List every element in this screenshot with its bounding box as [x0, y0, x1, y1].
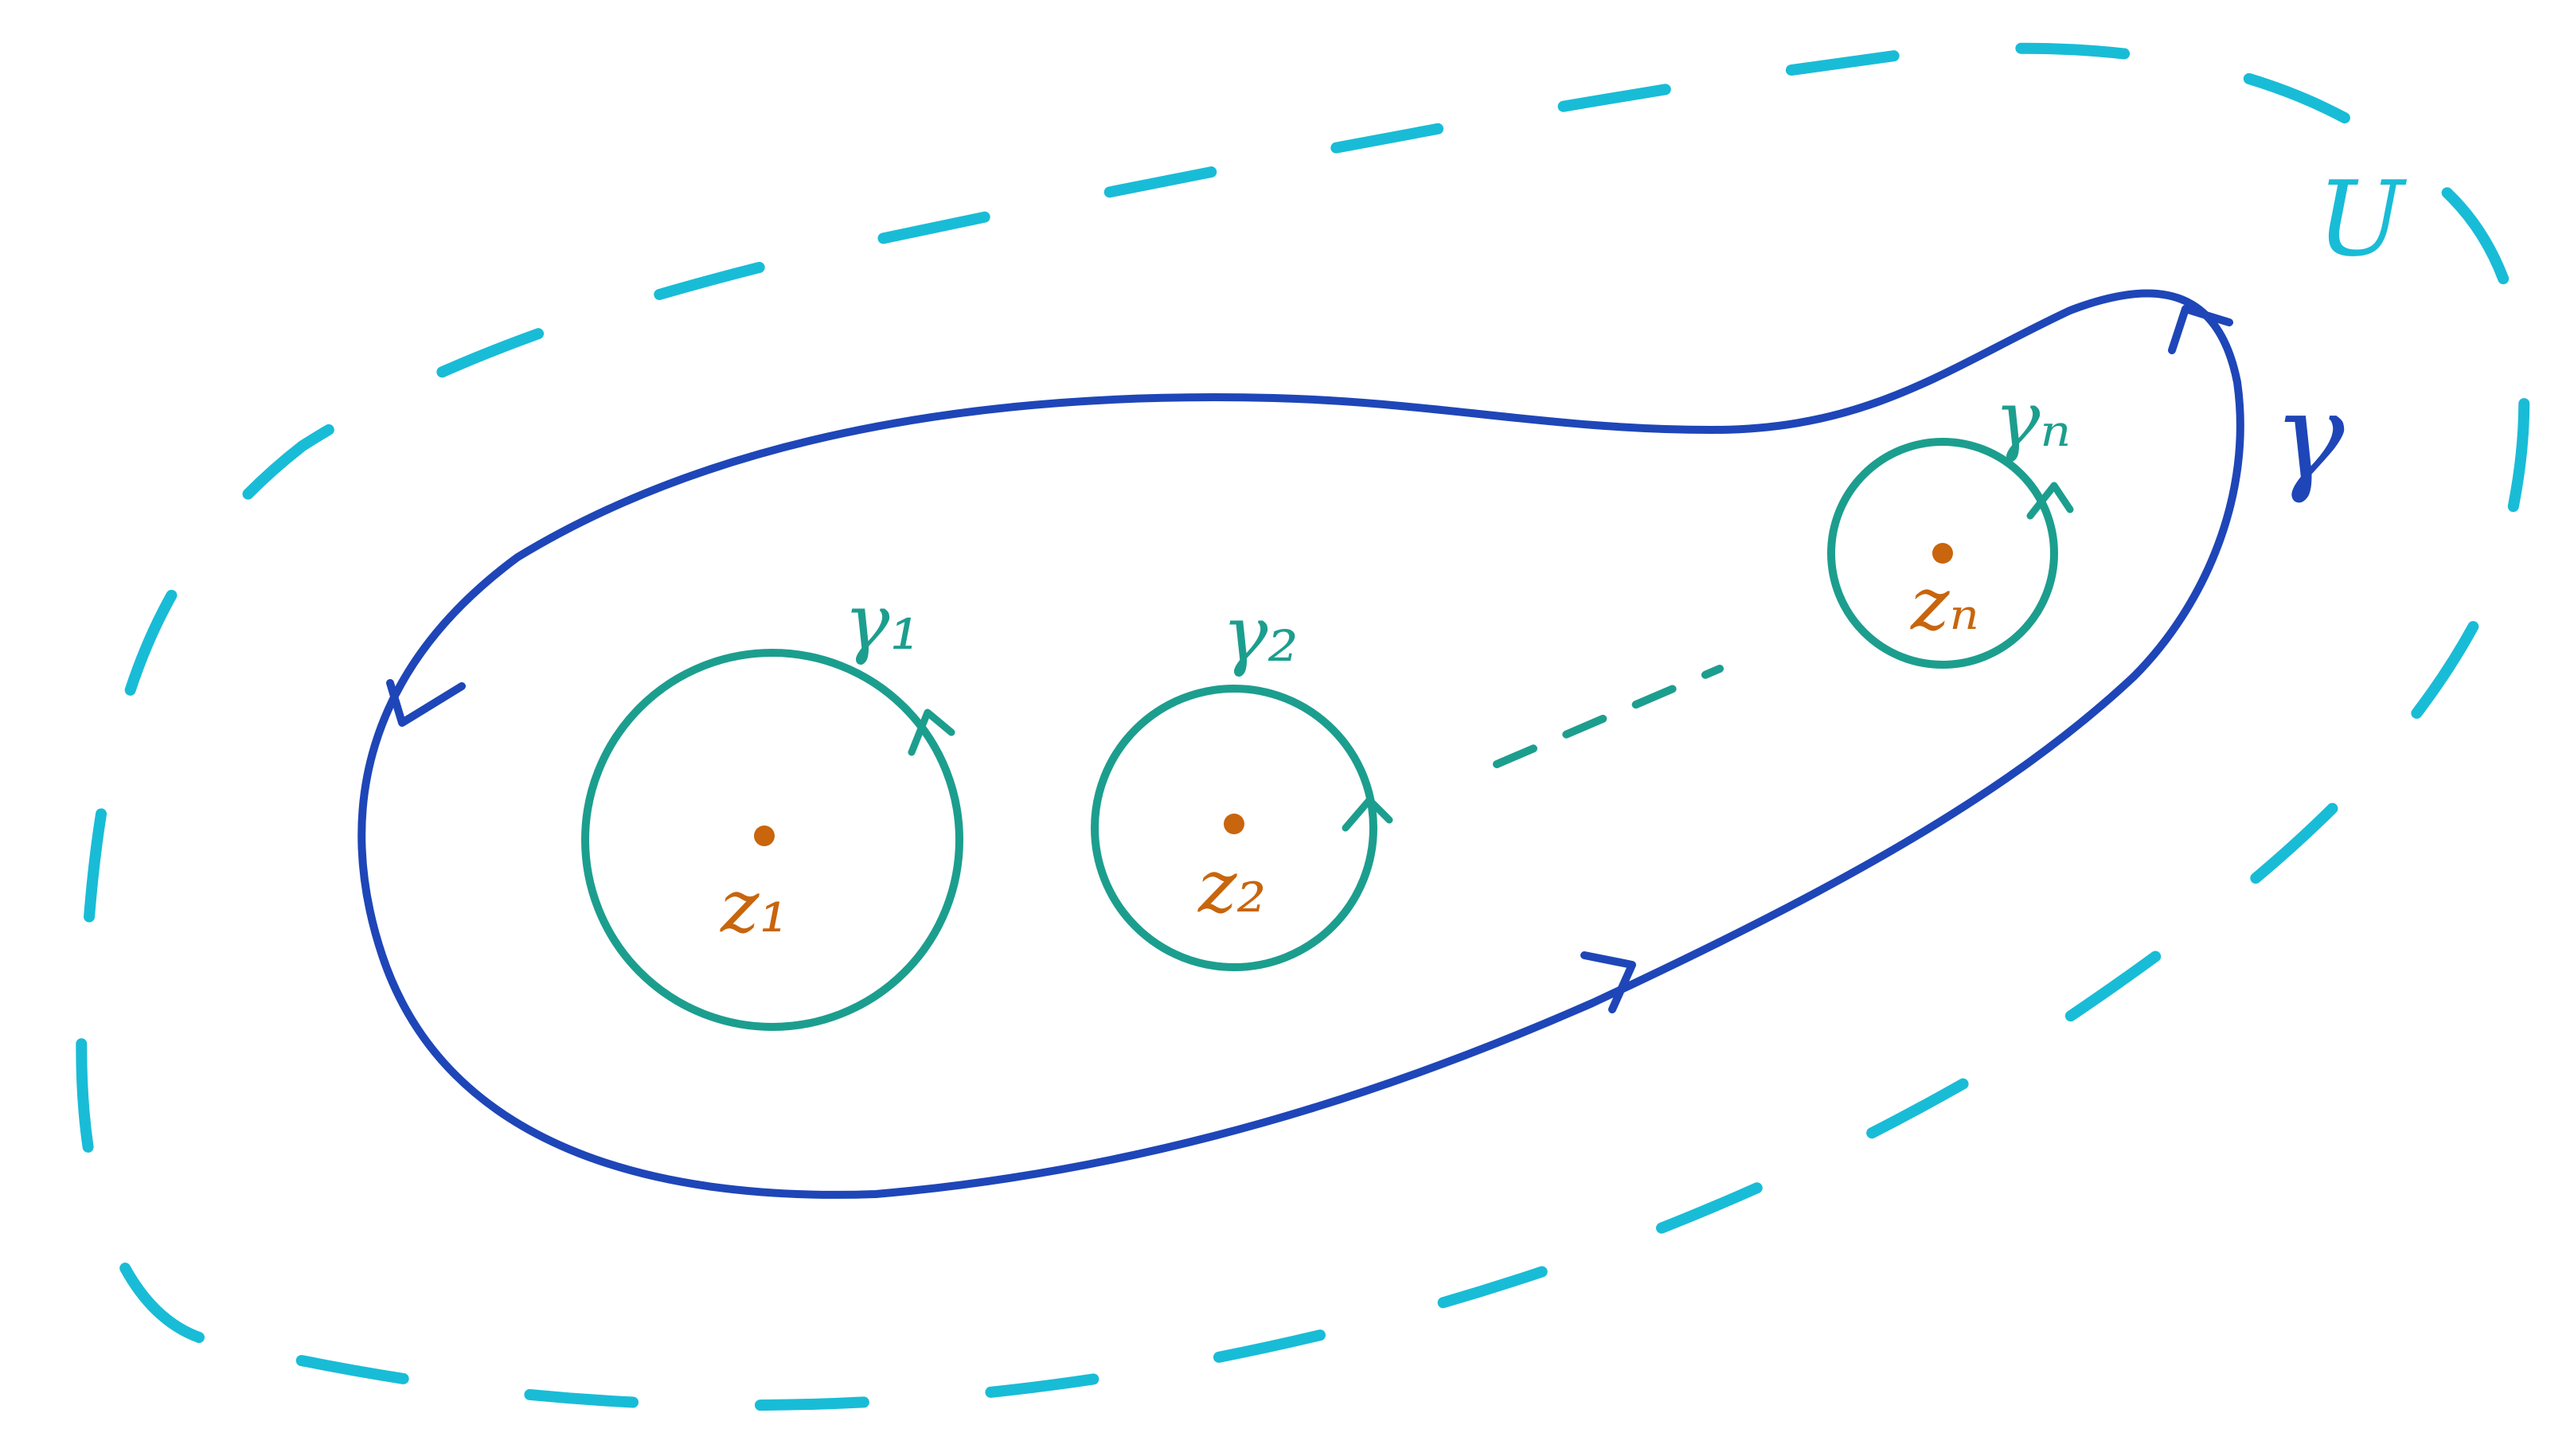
gamma-arrow-left: [386, 679, 466, 727]
gamma-n-arrow: [2026, 482, 2074, 520]
gamma-2-arrow: [1342, 796, 1393, 832]
gamma-1-arrow: [908, 708, 955, 756]
point-z1: [754, 826, 775, 846]
point-z2: [1224, 814, 1244, 834]
label-zn: zₙ: [1910, 561, 1979, 646]
label-gamma-1: γ₁: [844, 578, 920, 667]
gamma-arrow-right: [2168, 305, 2233, 354]
outer-contour-gamma: [357, 289, 2244, 1199]
label-outer-gamma: γ: [2273, 368, 2345, 506]
region-u-boundary: [76, 42, 2530, 1411]
circle-gamma-n: [1827, 438, 2058, 669]
ellipsis-dashes: [1493, 665, 1724, 768]
label-gamma-n: γₙ: [1994, 375, 2071, 464]
gamma-arrow-bottom: [1580, 951, 1636, 1013]
label-z2: z₂: [1197, 844, 1266, 929]
circle-gamma-2: [1091, 685, 1377, 971]
label-gamma-2: γ₂: [1222, 590, 1299, 679]
point-zn: [1932, 543, 1953, 564]
label-z1: z₁: [720, 864, 788, 949]
label-region-u: U: [2317, 158, 2408, 279]
circle-gamma-1: [581, 649, 963, 1031]
